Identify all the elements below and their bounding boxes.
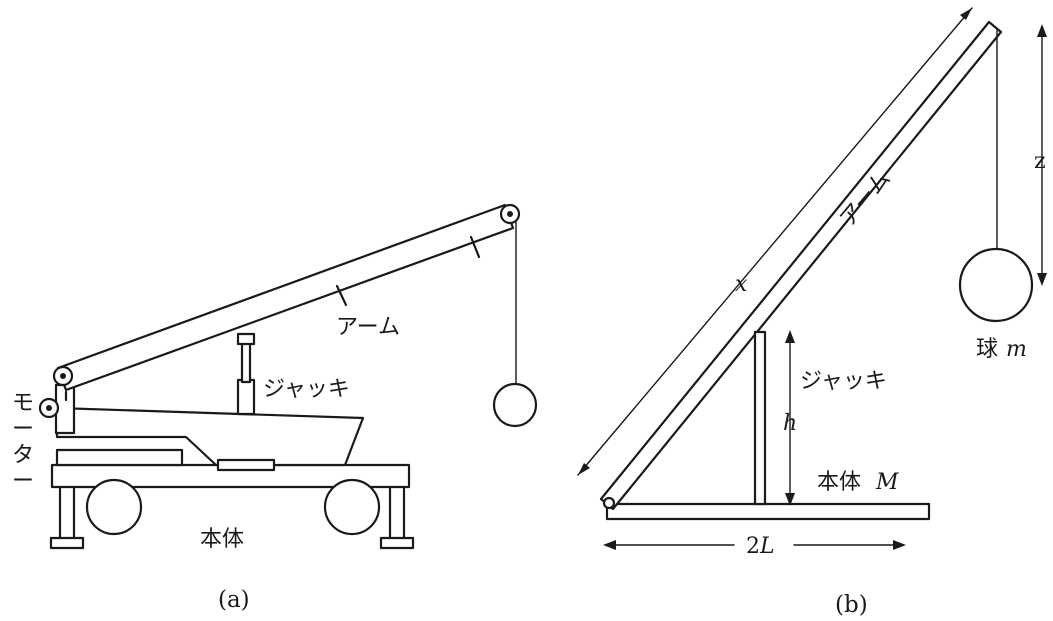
label-arm-a: アーム bbox=[336, 315, 400, 340]
svg-text:本体: 本体 bbox=[817, 470, 861, 495]
svg-text:ー: ー bbox=[12, 417, 34, 442]
arm-joint-2 bbox=[469, 235, 481, 259]
caption-a: (a) bbox=[218, 587, 250, 613]
svg-text:L: L bbox=[759, 534, 775, 559]
pivot-pulley-upper bbox=[52, 365, 74, 387]
upper-body bbox=[55, 406, 365, 467]
svg-text:2: 2 bbox=[746, 534, 760, 559]
dimension-2L bbox=[603, 540, 906, 550]
arm-a bbox=[56, 203, 515, 392]
label-jack-b: ジャッキ bbox=[800, 369, 887, 394]
dimension-h bbox=[785, 330, 795, 506]
jack-b bbox=[753, 330, 767, 506]
pivot-b bbox=[602, 496, 616, 510]
chassis-cylinder bbox=[216, 458, 276, 472]
jack-a bbox=[236, 332, 256, 416]
svg-text:ー: ー bbox=[12, 469, 34, 494]
label-x: x bbox=[735, 272, 748, 297]
ball-a bbox=[492, 382, 538, 428]
base-b bbox=[605, 502, 931, 521]
label-z: z bbox=[1034, 149, 1046, 174]
label-jack-a: ジャッキ bbox=[263, 377, 350, 402]
svg-text:球: 球 bbox=[976, 337, 998, 362]
svg-text:M: M bbox=[875, 470, 899, 495]
front-wheel bbox=[85, 478, 143, 536]
arm-joint-1 bbox=[335, 284, 348, 307]
svg-text:m: m bbox=[1006, 337, 1027, 362]
svg-text:タ: タ bbox=[12, 443, 34, 468]
rear-wheel bbox=[323, 478, 381, 536]
caption-b: (b) bbox=[835, 592, 868, 618]
label-2L: 2 L bbox=[746, 534, 775, 559]
lower-deck bbox=[55, 448, 184, 467]
figure-b: アーム x ジャッキ h z 球 m 本体 M 2 L (b) bbox=[577, 7, 1047, 618]
svg-text:モ: モ bbox=[12, 391, 34, 416]
label-h: h bbox=[783, 411, 797, 436]
pivot-pulley-lower bbox=[38, 397, 60, 419]
label-ball-b: 球 m bbox=[976, 337, 1027, 362]
label-motor: モ ー タ ー bbox=[12, 391, 34, 494]
label-body-b: 本体 M bbox=[817, 470, 899, 495]
figure-a: アーム ジャッキ モ ー タ ー 本体 (a) bbox=[12, 203, 538, 613]
label-body-a: 本体 bbox=[200, 527, 244, 552]
arm-b bbox=[599, 20, 1003, 511]
top-pulley bbox=[499, 203, 521, 225]
dimension-x bbox=[577, 7, 973, 476]
dimension-z bbox=[1037, 24, 1047, 286]
left-outrigger bbox=[49, 480, 85, 550]
ball-b bbox=[958, 247, 1034, 323]
right-outrigger bbox=[379, 480, 415, 550]
